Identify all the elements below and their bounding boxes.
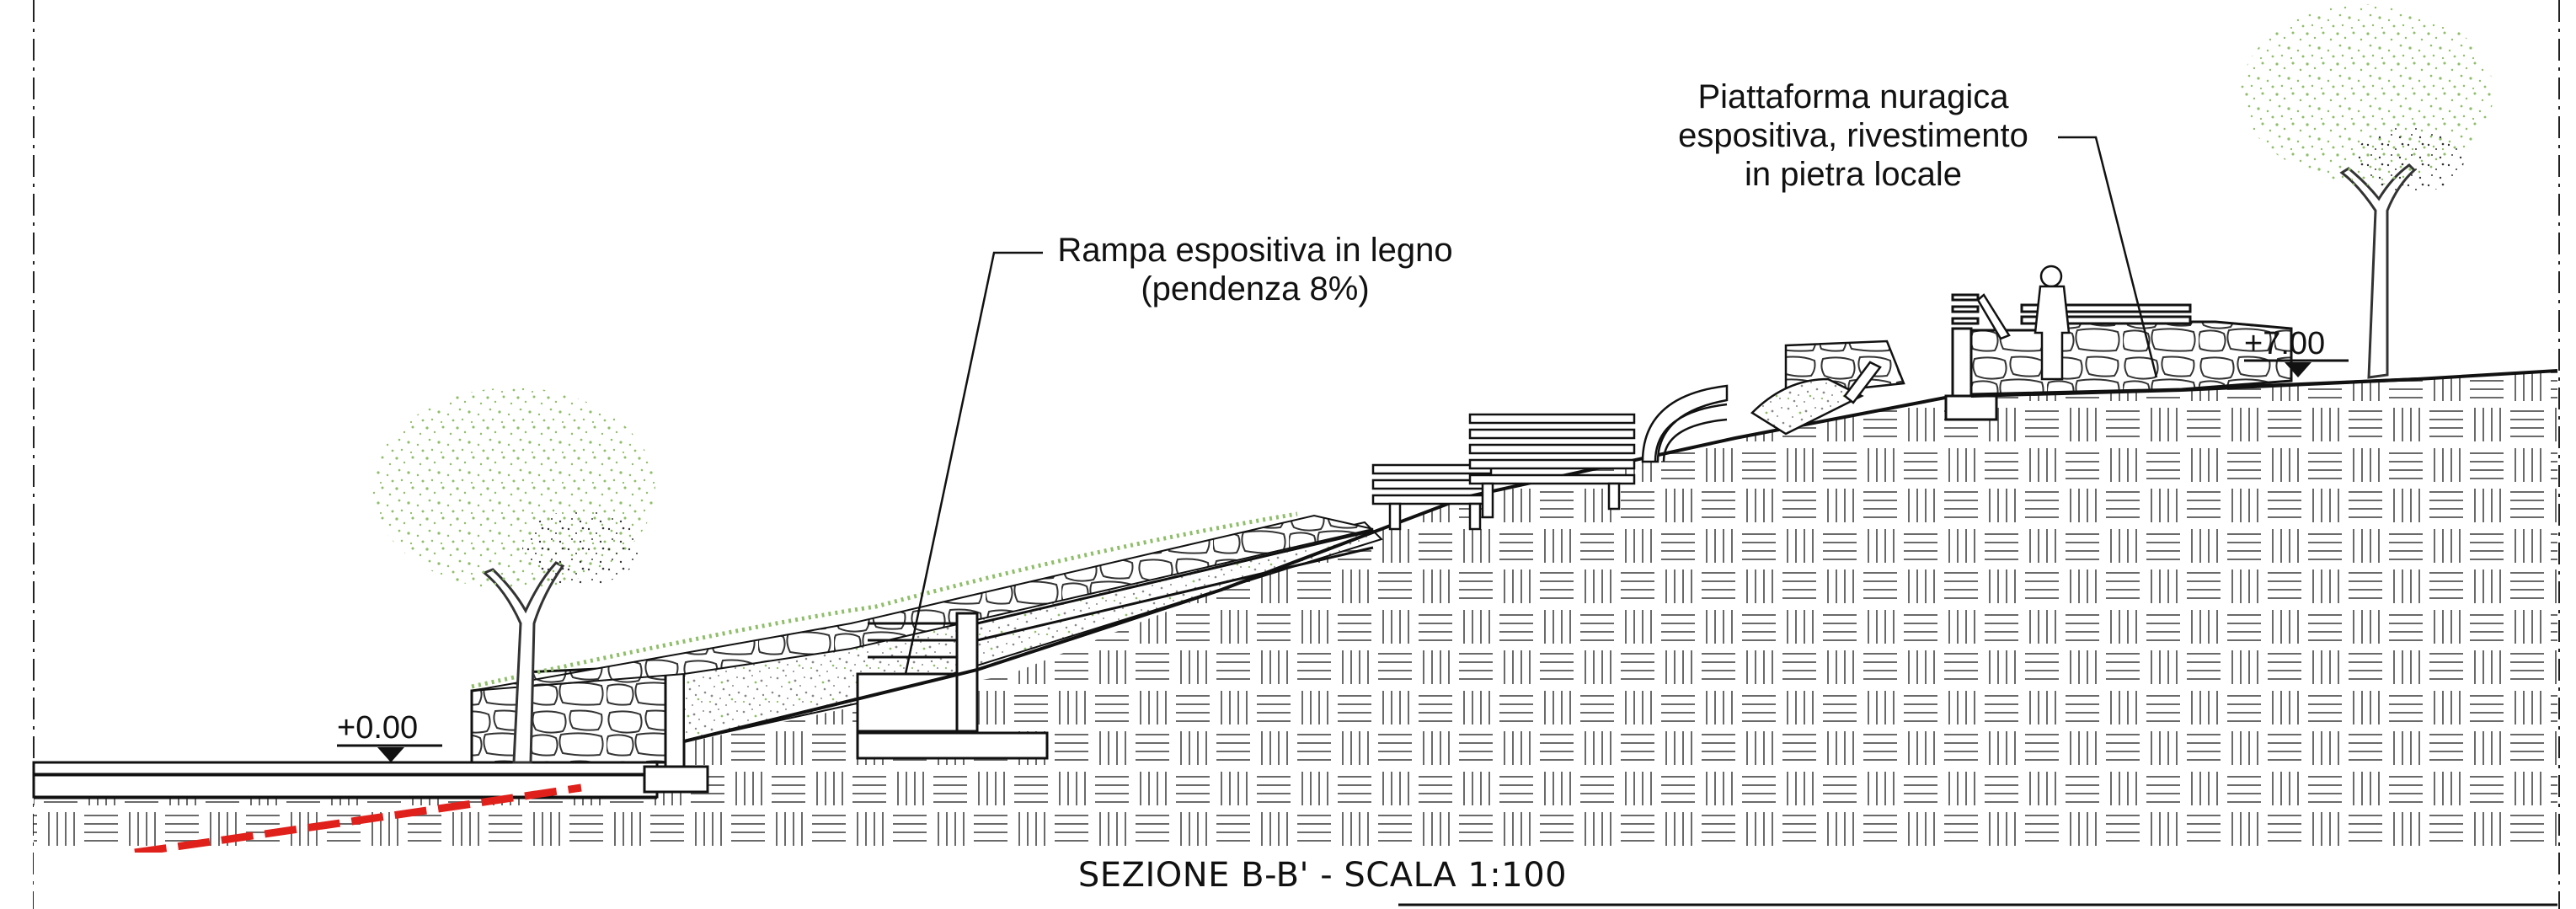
road-layers xyxy=(32,761,659,799)
grass-top-line xyxy=(471,511,1298,689)
ramp-label-line2: (pendenza 8%) xyxy=(1141,270,1369,307)
section-title: SEZIONE B-B' - SCALA 1:100 xyxy=(1078,856,1567,895)
section-curve xyxy=(134,783,582,857)
tree-left xyxy=(372,388,655,764)
platform-label-line3: in pietra locale xyxy=(1745,156,1962,193)
elevation-low-label: +0.00 xyxy=(337,710,418,746)
seating-elements xyxy=(1371,384,1729,531)
platform-annotation: Piattaforma nuragica espositiva, rivesti… xyxy=(1678,78,2028,193)
elevation-marker-low: +0.00 xyxy=(337,710,442,762)
timber-ramp xyxy=(856,529,1374,760)
platform-stones xyxy=(1750,340,1905,436)
ramp-annotation: Rampa espositiva in legno (pendenza 8%) xyxy=(1057,232,1452,307)
elevation-marker-high: +7.00 xyxy=(2244,326,2349,377)
ramp-stone-edge xyxy=(471,514,1374,692)
earth-hatch xyxy=(34,371,2557,853)
frame-lines xyxy=(33,0,2560,909)
person-figure xyxy=(1976,265,2071,381)
ramp-label-line1: Rampa espositiva in legno xyxy=(1057,232,1452,269)
leader-lines xyxy=(904,136,2158,675)
platform-label-line1: Piattaforma nuragica xyxy=(1697,78,2009,115)
platform-label-line2: espositiva, rivestimento xyxy=(1678,117,2028,154)
elevation-high-label: +7.00 xyxy=(2244,326,2325,361)
tree-right xyxy=(2241,4,2493,379)
